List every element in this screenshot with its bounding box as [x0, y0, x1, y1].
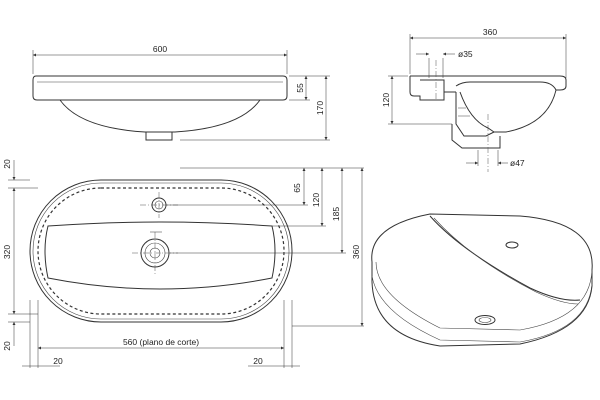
dim-hole-small: ø35 — [458, 49, 473, 59]
plan-view: 65 120 185 360 20 320 20 560 (plano de c… — [2, 159, 364, 368]
dim-bottom-20-left: 20 — [53, 356, 63, 366]
front-elevation-view: 600 55 170 — [32, 44, 330, 141]
dim-offset-120: 120 — [311, 193, 321, 207]
dim-cut-plane: 560 (plano de corte) — [123, 337, 199, 347]
dim-left-20-top: 20 — [2, 159, 12, 169]
dim-top-width: 600 — [153, 44, 167, 54]
dim-height-55: 55 — [295, 83, 305, 93]
dim-hole-drain: ø47 — [510, 158, 525, 168]
dim-offset-185: 185 — [331, 207, 341, 221]
isometric-view — [371, 213, 593, 347]
dim-offset-65: 65 — [292, 183, 302, 193]
dim-bottom-20-right: 20 — [253, 356, 263, 366]
dim-height-170: 170 — [315, 101, 325, 115]
dim-side-width: 360 — [483, 27, 497, 37]
dim-left-20-bottom: 20 — [2, 341, 12, 351]
side-section-view: 360 ø35 ø47 120 — [381, 27, 567, 172]
dim-side-height-120: 120 — [381, 93, 391, 107]
dim-left-320: 320 — [2, 245, 12, 259]
dim-total-360: 360 — [351, 245, 361, 259]
